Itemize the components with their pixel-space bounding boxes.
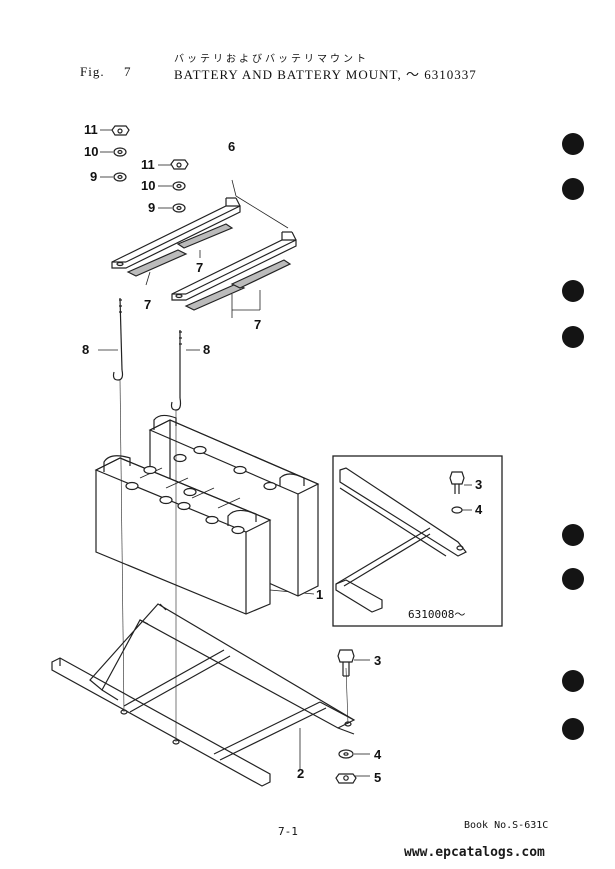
- binding-hole: [562, 524, 584, 546]
- j-bolt-right: [170, 330, 182, 411]
- callout-5: 5: [374, 770, 382, 785]
- callout-8-left: 8: [82, 342, 90, 357]
- figure-number: 7: [124, 64, 131, 79]
- book-number: Book No.S-631C: [464, 820, 549, 831]
- binding-hole: [562, 670, 584, 692]
- callout-3: 3: [374, 653, 382, 668]
- hold-down-bracket-lower: [171, 231, 297, 301]
- rubber-pads: [126, 223, 292, 311]
- callout-4-inset: 4: [475, 502, 483, 517]
- page-title: BATTERY AND BATTERY MOUNT, ～ 6310337: [174, 67, 477, 82]
- callout-7-lower: 7: [254, 317, 262, 332]
- callout-1: 1: [316, 587, 324, 602]
- callout-4: 4: [374, 747, 382, 762]
- callout-7-upper: 7: [196, 260, 204, 275]
- website-watermark[interactable]: www.epcatalogs.com: [404, 845, 545, 860]
- japanese-title: バッテリおよびバッテリマウント: [174, 54, 369, 65]
- callout-11-left: 11: [84, 122, 98, 137]
- inset-detail: [332, 455, 503, 627]
- binding-hole: [562, 568, 584, 590]
- callout-7-left: 7: [144, 297, 152, 312]
- callout-3-inset: 3: [475, 477, 483, 492]
- figure-label: Fig.: [80, 64, 105, 79]
- callout-10-right: 10: [141, 178, 156, 193]
- battery-front: [94, 455, 272, 615]
- callout-6: 6: [228, 139, 236, 154]
- bolt-main: [337, 649, 355, 677]
- battery-mount-frame: [51, 603, 356, 787]
- binding-hole: [562, 718, 584, 740]
- hold-down-bracket-upper: [111, 197, 241, 269]
- binding-hole: [562, 178, 584, 200]
- nut-hardware-left: [111, 125, 130, 182]
- washer-main: [338, 749, 354, 759]
- j-bolt-left: [112, 297, 124, 381]
- callout-2: 2: [297, 766, 305, 781]
- callout-9-right: 9: [148, 200, 156, 215]
- binding-hole: [562, 133, 584, 155]
- inset-serial-range: 6310008～: [408, 608, 466, 621]
- nut-hardware-right: [170, 159, 189, 213]
- binding-hole: [562, 326, 584, 348]
- binding-hole: [562, 280, 584, 302]
- nut-main: [335, 773, 357, 784]
- page-number: 7-1: [278, 825, 298, 838]
- callout-9-left: 9: [90, 169, 98, 184]
- callout-11-right: 11: [141, 157, 155, 172]
- callout-10-left: 10: [84, 144, 99, 159]
- callout-8-right: 8: [203, 342, 211, 357]
